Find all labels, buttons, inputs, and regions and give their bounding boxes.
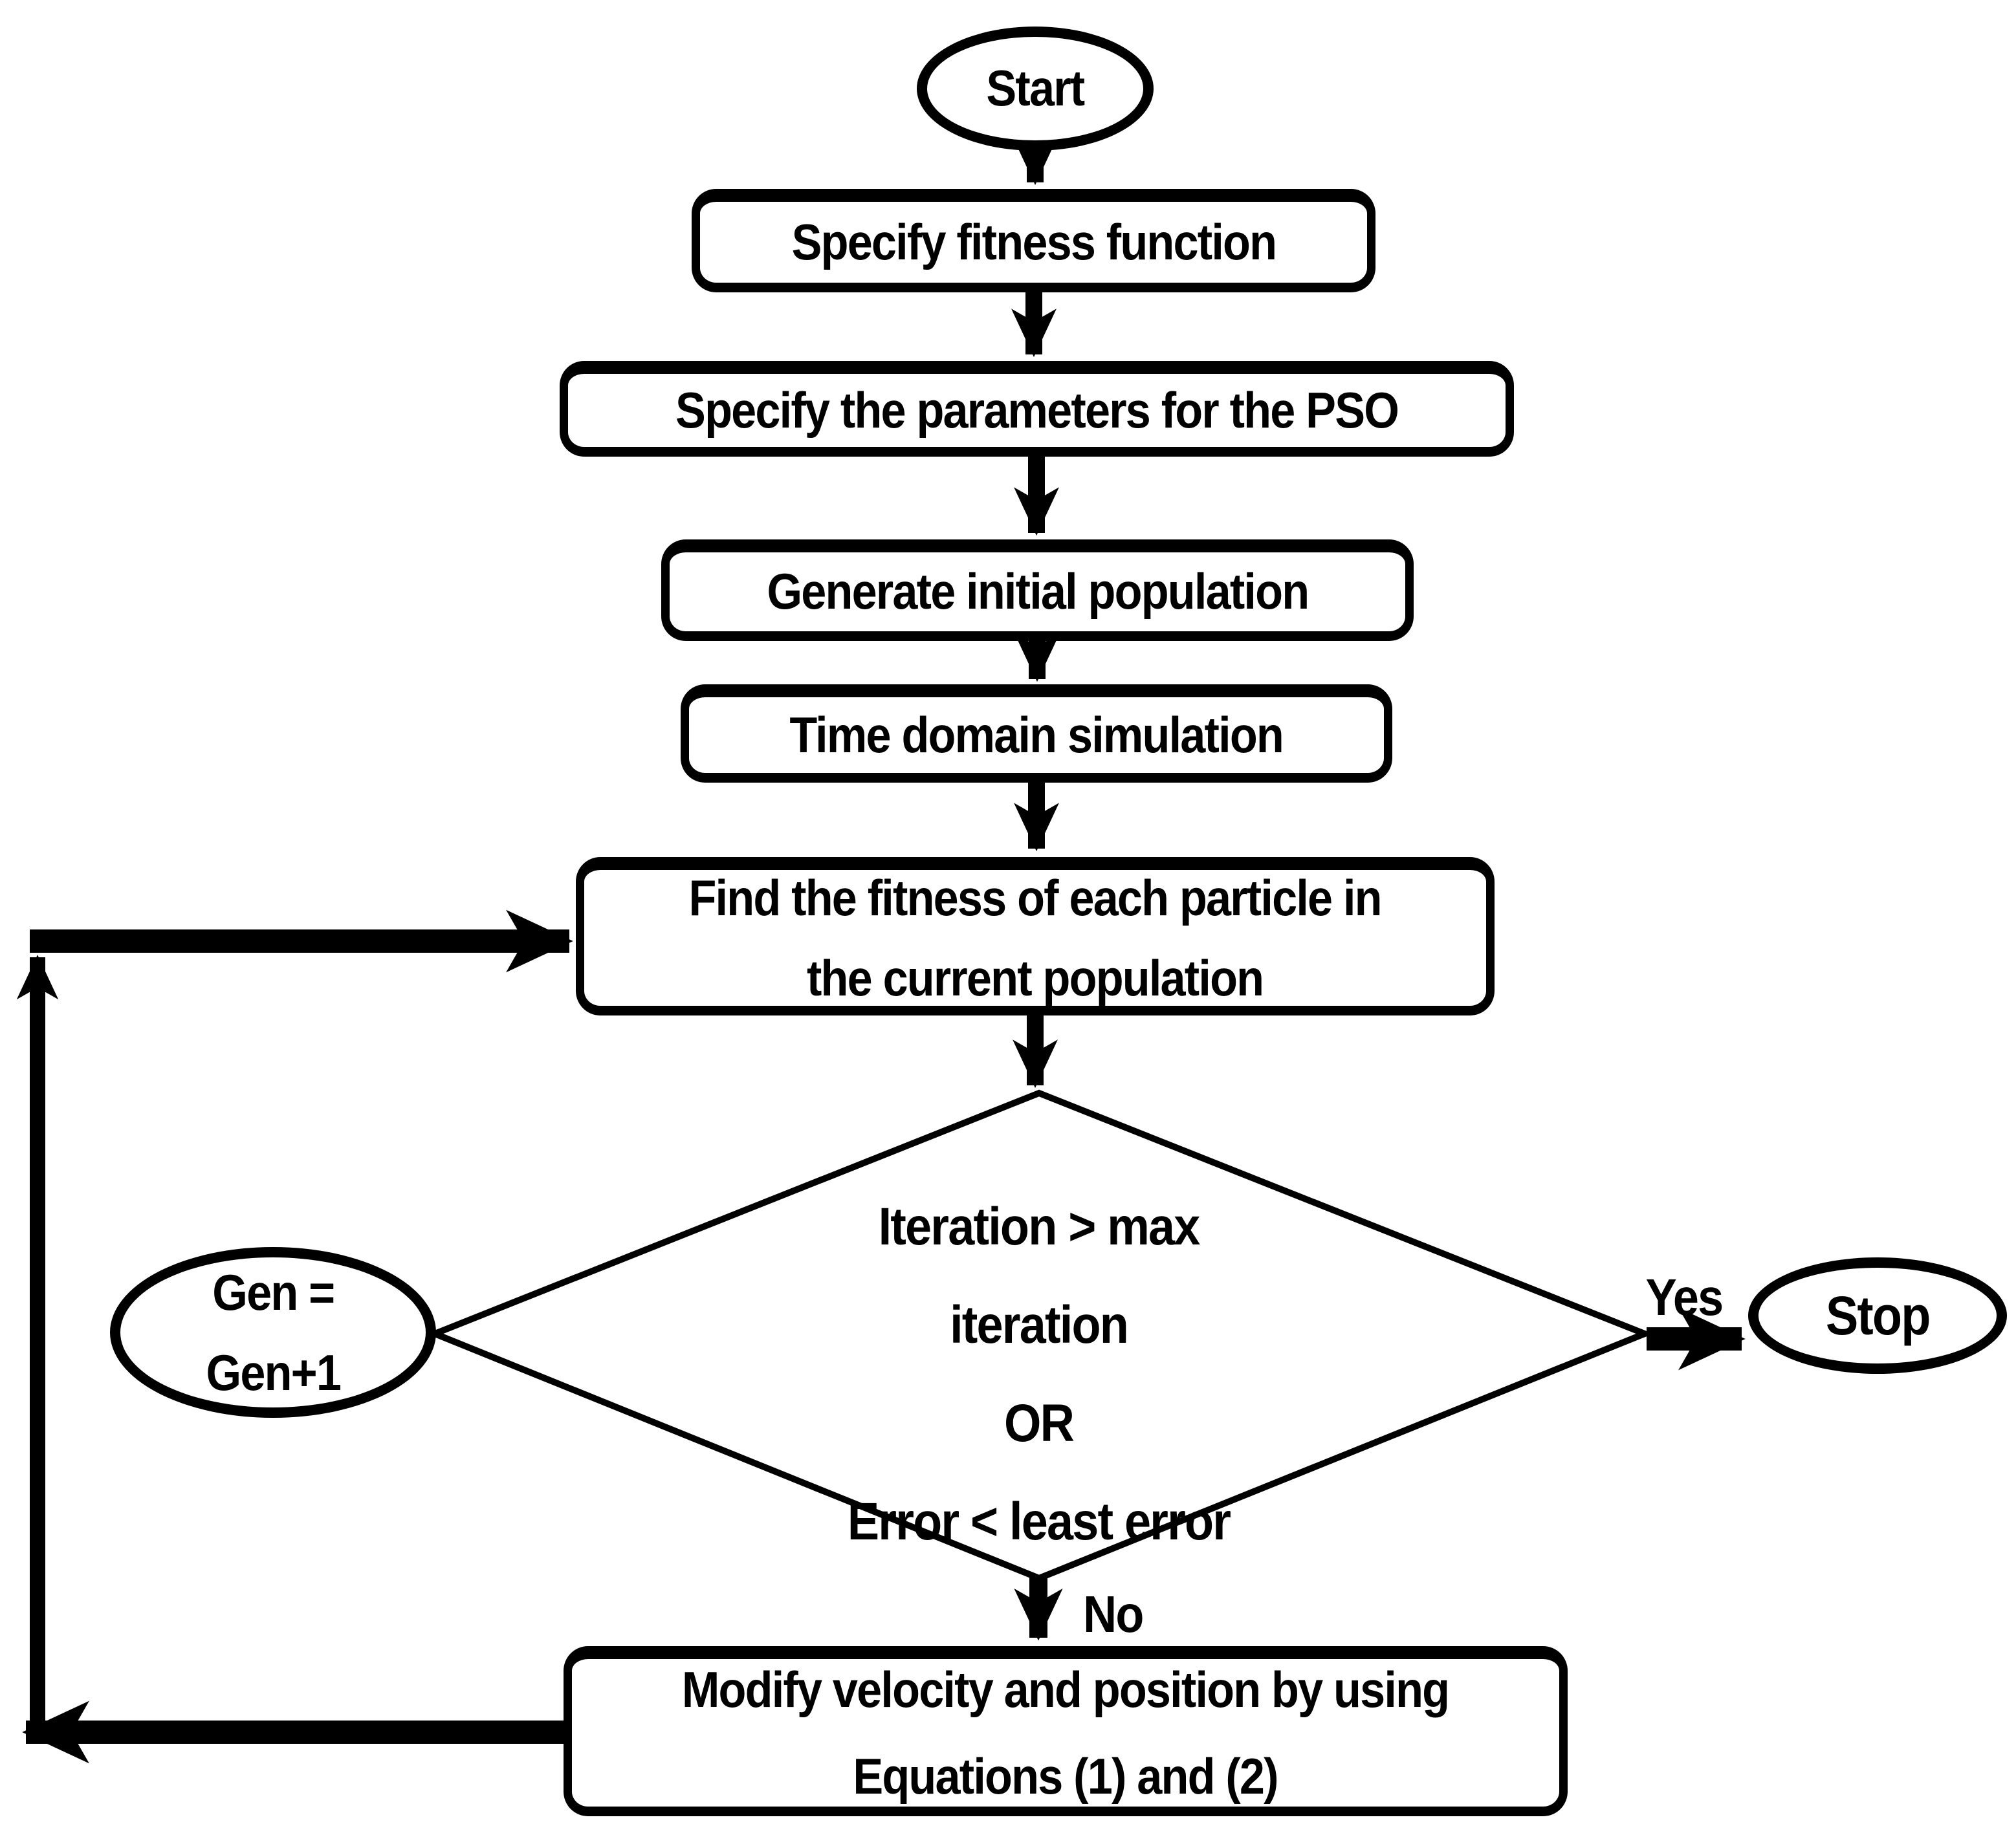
- decision-line3: OR: [1004, 1394, 1075, 1453]
- yes-edge-label-text: Yes: [1645, 1268, 1724, 1326]
- start-label: Start: [986, 60, 1086, 117]
- find-fitness-label: Find the fitness of each particle in the…: [688, 858, 1383, 1018]
- time-domain-node: Time domain simulation: [681, 684, 1392, 783]
- stop-node: Stop: [1748, 1257, 2007, 1374]
- modify-velocity-node: Modify velocity and position by using Eq…: [564, 1646, 1568, 1816]
- gen-counter-line2: Gen+1: [206, 1344, 341, 1401]
- decision-node-text: Iteration > max iteration OR Error < lea…: [748, 1174, 1330, 1575]
- gen-counter-node: Gen = Gen+1: [110, 1247, 436, 1418]
- find-fitness-node: Find the fitness of each particle in the…: [576, 857, 1495, 1015]
- modify-velocity-label: Modify velocity and position by using Eq…: [682, 1646, 1450, 1819]
- gen-counter-line1: Gen =: [212, 1264, 335, 1321]
- modify-velocity-line2: Equations (1) and (2): [853, 1748, 1279, 1805]
- start-node: Start: [917, 27, 1154, 151]
- no-edge-label: No: [1055, 1583, 1171, 1645]
- yes-edge-label: Yes: [1619, 1266, 1749, 1329]
- find-fitness-line1: Find the fitness of each particle in: [688, 869, 1383, 926]
- no-edge-label-text: No: [1082, 1585, 1144, 1643]
- decision-diamond-shape: [426, 1089, 1654, 1582]
- modify-velocity-line1: Modify velocity and position by using: [682, 1661, 1450, 1718]
- decision-line4: Error < least error: [848, 1492, 1231, 1551]
- find-fitness-line2: the current population: [807, 950, 1264, 1006]
- specify-fitness-label: Specify fitness function: [791, 213, 1276, 270]
- specify-parameters-label: Specify the parameters for the PSO: [675, 381, 1399, 439]
- decision-line2: iteration: [950, 1296, 1130, 1354]
- generate-population-node: Generate initial population: [661, 539, 1414, 641]
- time-domain-label: Time domain simulation: [789, 706, 1284, 763]
- specify-parameters-node: Specify the parameters for the PSO: [560, 361, 1514, 457]
- decision-line1: Iteration > max: [879, 1197, 1201, 1256]
- generate-population-label: Generate initial population: [767, 563, 1309, 620]
- decision-label: Iteration > max iteration OR Error < lea…: [848, 1178, 1231, 1571]
- stop-label: Stop: [1825, 1285, 1931, 1346]
- specify-fitness-node: Specify fitness function: [692, 189, 1375, 292]
- gen-counter-label: Gen = Gen+1: [206, 1252, 341, 1413]
